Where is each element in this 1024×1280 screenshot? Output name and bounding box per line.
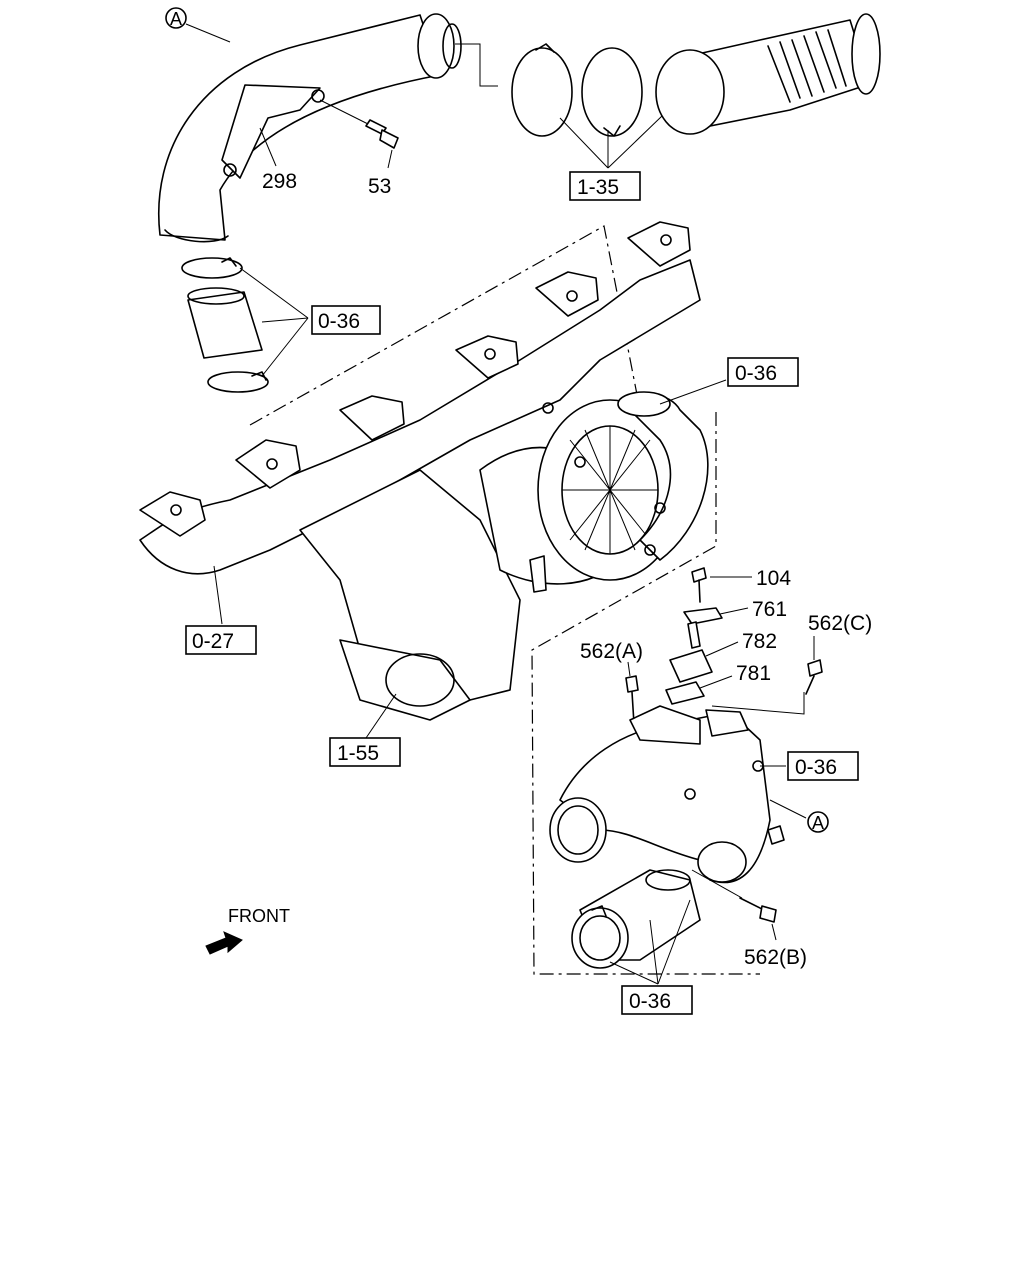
reference-0-27: 0-27 [192,630,234,653]
reference-0-36-turbo: 0-36 [735,362,777,385]
gasket-781 [665,681,705,705]
sensor-761 [683,607,723,649]
reference-0-36-bottom: 0-36 [629,990,671,1013]
reference-box-0-36-turbo [727,357,799,387]
guide-line-upper [249,225,641,426]
callout-562a: 562(A) [580,640,643,663]
gasket-782 [669,649,713,683]
callout-761: 761 [752,598,787,621]
reference-marker-a-right [807,811,829,833]
reference-box-0-36-bottom [621,985,693,1015]
guide-line-right [531,412,760,975]
intake-pipe-upper [158,13,462,243]
reference-box-0-36-clamps [311,305,381,335]
callout-53: 53 [368,175,391,198]
bolt-562b [739,897,777,923]
hose-clamp-set-0-36-left [181,257,269,393]
callout-781: 781 [736,662,771,685]
reference-marker-a-top-label: A [170,9,182,29]
bolt-53 [365,119,399,149]
reference-box-1-55 [329,737,401,767]
callout-104: 104 [756,567,791,590]
reference-marker-a-right-label: A [812,813,824,833]
intake-elbow [549,705,785,884]
reference-marker-a-top [165,7,187,29]
front-label: FRONT [228,906,290,926]
exhaust-manifold [139,221,701,575]
reference-0-36-clamps: 0-36 [318,310,360,333]
reference-1-35: 1-35 [577,176,619,199]
hose-clamp-set-1-35 [511,13,881,137]
reference-box-0-36-elbow [787,751,859,781]
callout-782: 782 [742,630,777,653]
reference-box-1-35 [569,171,641,201]
hose-clamp-set-0-36-bottom [571,869,701,969]
callout-298: 298 [262,170,297,193]
front-arrow-icon [205,931,243,955]
reference-1-55: 1-55 [337,742,379,765]
callout-562b: 562(B) [744,946,807,969]
bolt-104 [691,567,707,603]
reference-0-36-elbow: 0-36 [795,756,837,779]
turbocharger [299,391,709,721]
reference-box-0-27 [185,625,257,655]
bolt-562c [805,659,823,695]
callout-562c: 562(C) [808,612,872,635]
